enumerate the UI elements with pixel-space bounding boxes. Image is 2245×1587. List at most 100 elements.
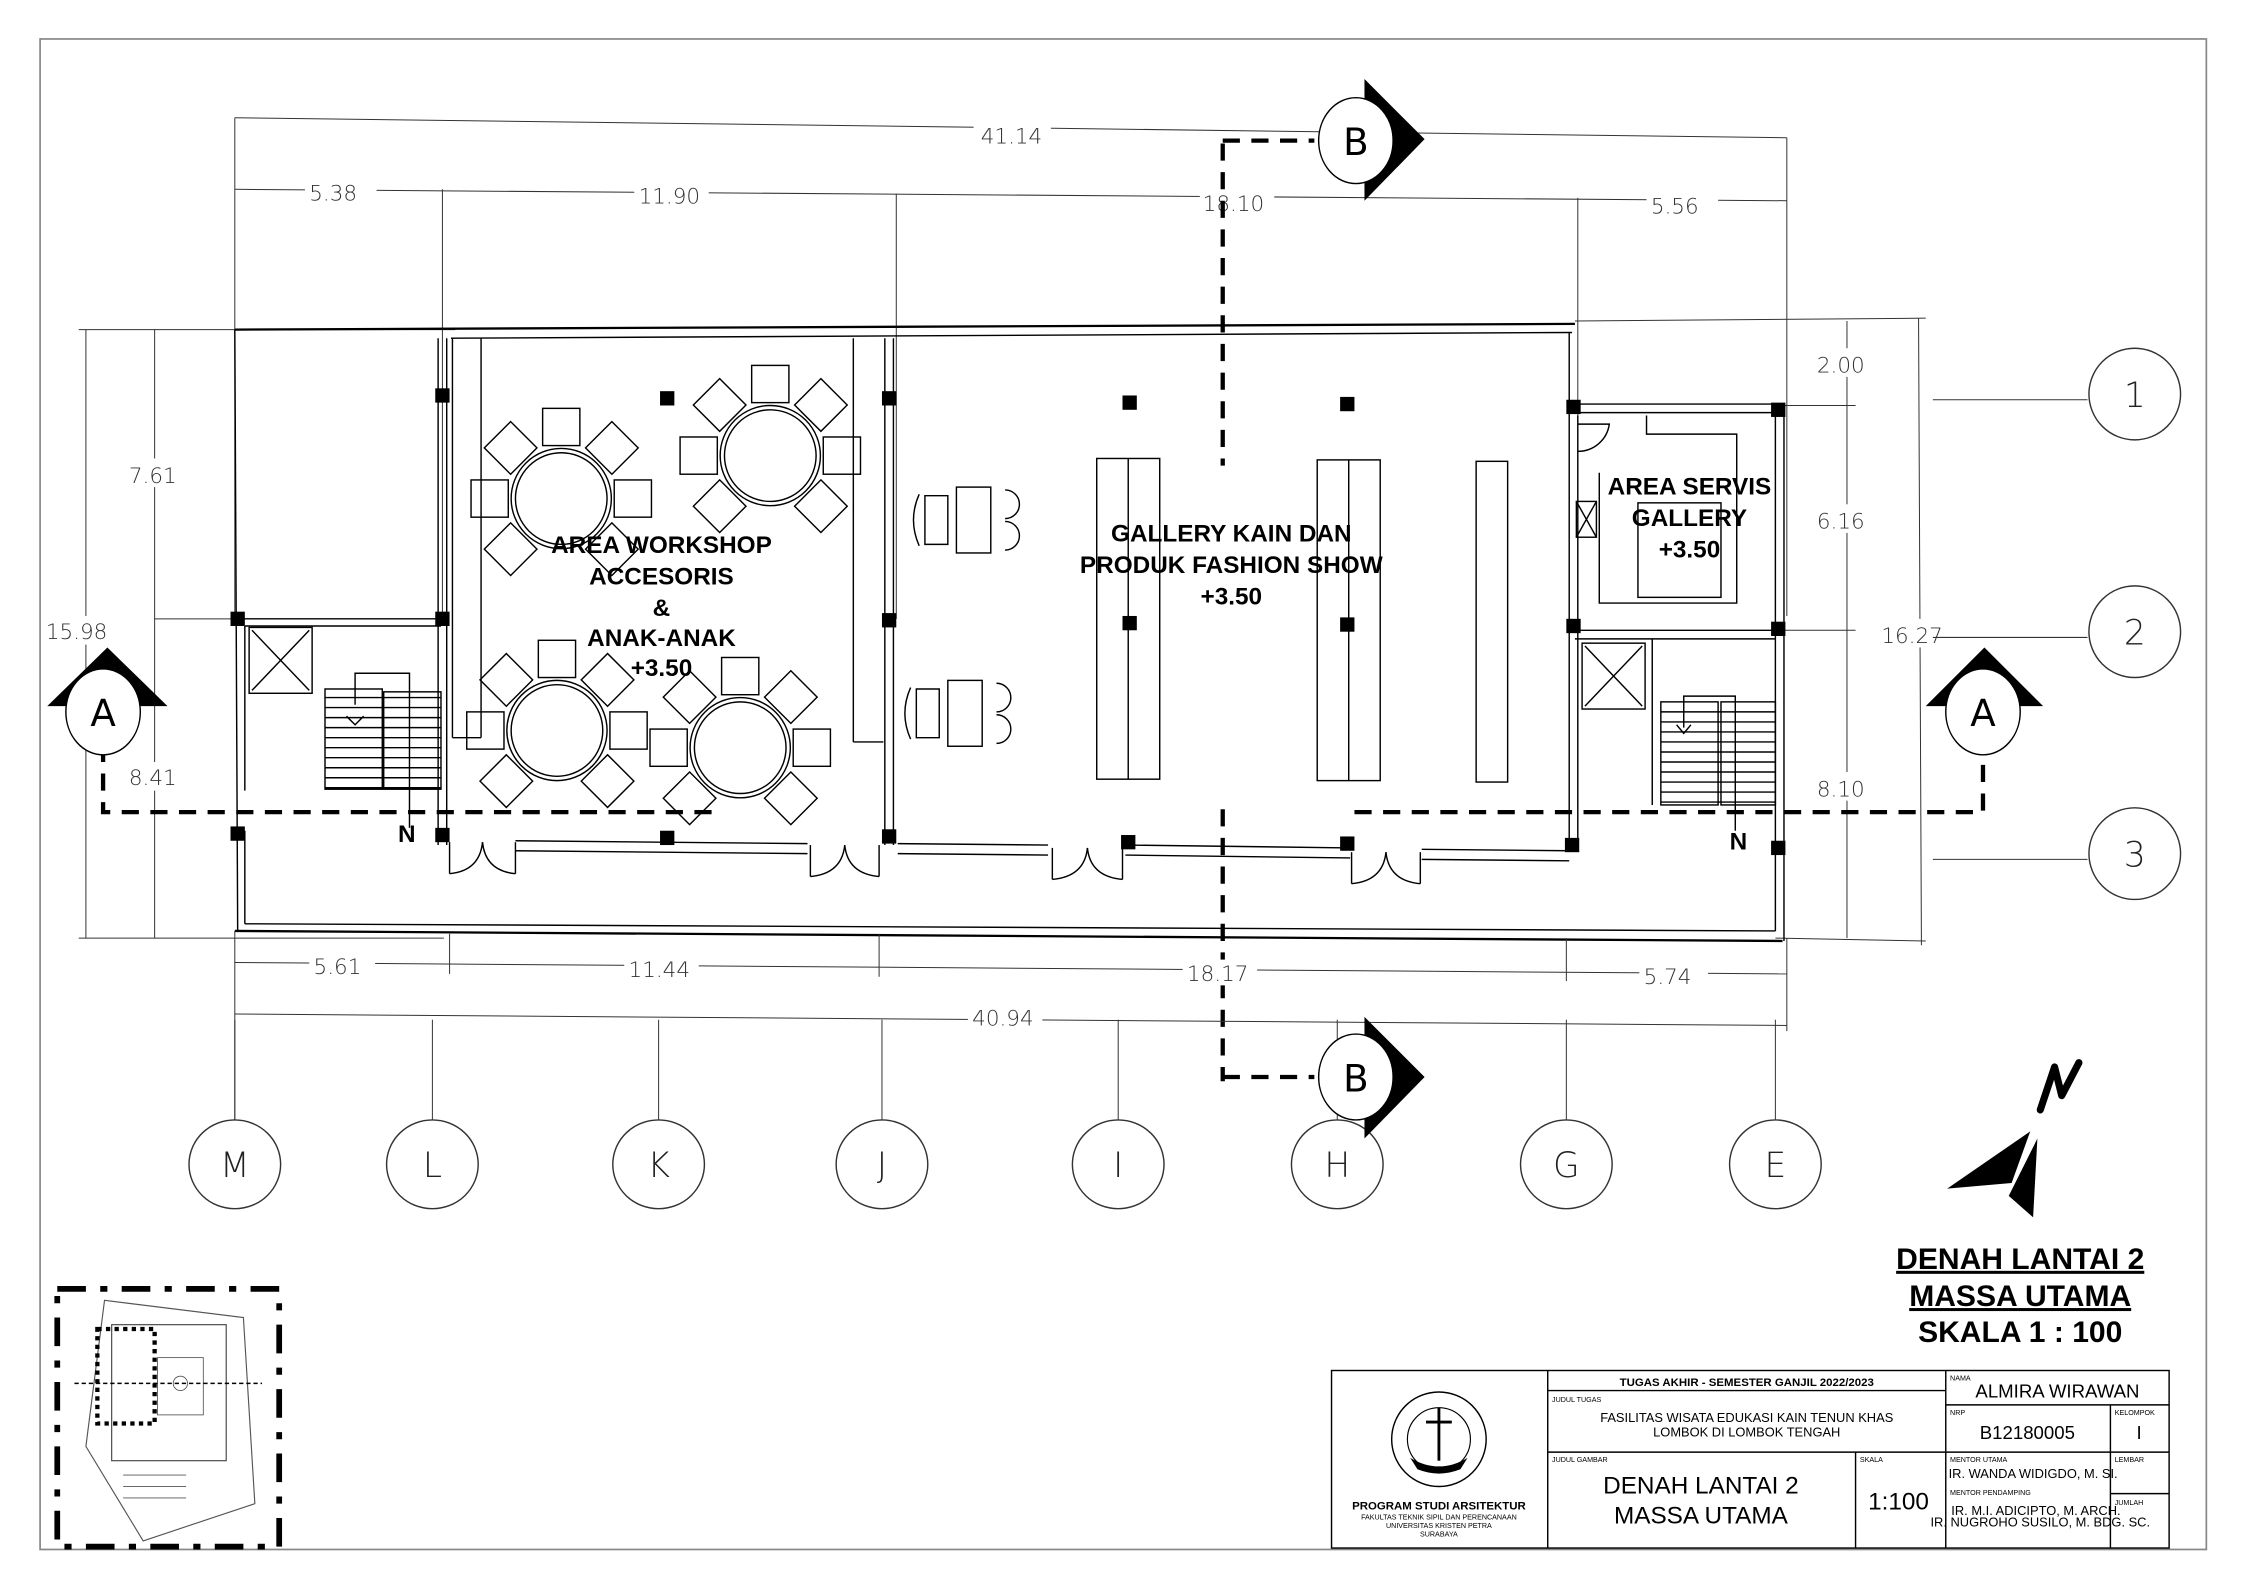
double-door [1051,847,1124,881]
chair [692,377,748,433]
workshop-label-line4: ANAK-ANAK [587,625,736,652]
column [881,391,897,406]
dim-bottom-seg-2: 11.44 [629,958,690,983]
column [1122,615,1137,631]
column [1771,621,1786,637]
workshop-label-line1: AREA WORKSHOP [551,532,772,559]
desk [955,486,992,554]
mentor-pendamping-1: IR. M.I. ADICIPTO, M. ARCH. [1951,1503,2120,1518]
room-label-workshop: AREA WORKSHOP ACCESORIS & ANAK-ANAK +3.5… [551,532,772,682]
chair [822,436,862,475]
column [1566,399,1581,415]
stair-direction-label-left: N [398,821,416,848]
servis-elevation: +3.50 [1659,536,1721,563]
chair [470,479,509,518]
column [435,388,450,403]
desk-set [912,486,1021,554]
dim-left-total: 15.98 [46,620,107,645]
nrp-label: NRP [1950,1409,1965,1417]
chair [793,377,849,433]
chair [692,478,748,534]
dim-top-seg-4: 5.56 [1651,195,1699,220]
front-wall-doors [448,840,1570,885]
section-a-left-label: A [90,691,116,735]
column [435,611,450,626]
round-table-set [649,656,832,826]
room-label-servis: AREA SERVIS GALLERY +3.50 [1608,473,1772,563]
chair [580,652,635,708]
bottom-dimensions: 5.61 11.44 18.17 5.74 40.94 [234,930,1788,1175]
round-table-set [466,639,648,809]
chair [537,639,577,679]
dim-top-seg-2: 11.90 [639,185,700,210]
chair [679,436,719,475]
building-outline [234,322,1785,943]
chair [613,479,653,518]
section-marker-a-left[interactable]: A [47,647,168,756]
nrp-value: B12180005 [1980,1422,2075,1443]
grid-axis-e: E [1728,1019,1822,1210]
column [881,829,897,844]
column [1771,402,1786,417]
judul-tugas-line1: FASILITAS WISATA EDUKASI KAIN TENUN KHAS [1600,1410,1893,1425]
chair [584,420,640,476]
section-a-right-label: A [1970,691,1996,735]
column [1340,836,1355,851]
grid-bubble [1071,1119,1165,1210]
desk [947,679,983,747]
chair [750,364,790,404]
section-marker-a-right[interactable]: A [1925,647,2044,756]
skala-value: 1:100 [1868,1488,1929,1515]
grid-axes-rows: 123 [1932,347,2182,901]
grid-label: K [647,1146,670,1186]
chair [609,711,648,750]
column [660,830,675,846]
judul-gambar-label: JUDUL GAMBAR [1552,1456,1608,1464]
chair [541,407,581,447]
section-marker-b-bottom[interactable]: B [1317,1016,1425,1139]
grid-axis-g: G [1519,1019,1613,1210]
round-table-set [470,407,653,577]
chair [478,753,534,809]
dim-bottom-total: 40.94 [972,1006,1033,1031]
school-name: PROGRAM STUDI ARSITEKTUR [1352,1500,1526,1512]
column [1771,840,1786,856]
judul-tugas-label: JUDUL TUGAS [1552,1396,1601,1404]
nama-label: NAMA [1950,1375,1971,1383]
workshop-label-line2: ACCESORIS [589,563,734,590]
title-block: PROGRAM STUDI ARSITEKTUR FAKULTAS TEKNIK… [1330,1369,2170,1549]
section-b-bottom-label: B [1343,1056,1369,1100]
double-door [1350,852,1422,885]
grid-bubble [2088,347,2182,441]
grid-axis-3: 3 [1932,807,2182,901]
university-logo [1390,1391,1487,1488]
grid-label: L [423,1146,442,1186]
double-door [809,844,880,878]
judul-tugas-line2: LOMBOK DI LOMBOK TENGAH [1653,1424,1840,1439]
chair [580,753,635,809]
grid-axis-m: M [188,1019,282,1210]
stair-direction-label-right: N [1730,828,1748,855]
faculty-name: FAKULTAS TEKNIK SIPIL DAN PERENCANAAN [1361,1513,1517,1521]
key-plan-thumbnail [54,1286,283,1550]
dim-bottom-seg-1: 5.61 [314,955,362,980]
section-marker-b-top[interactable]: B [1317,79,1425,201]
dim-right-seg-1: 2.00 [1817,354,1865,379]
chair [662,669,717,725]
mentor-utama-label: MENTOR UTAMA [1950,1456,2007,1464]
double-door [448,842,517,875]
section-b-top-label: B [1343,120,1369,164]
grid-axis-1: 1 [1932,347,2182,441]
chair [793,478,849,534]
desk-set [904,679,1012,747]
drawing-title-line1: DENAH LANTAI 2 [1896,1243,2144,1276]
nama-value: ALMIRA WIRAWAN [1975,1381,2139,1402]
kelompok-value: I [2136,1422,2141,1443]
chair [904,687,940,740]
chair [649,728,688,768]
column [1340,617,1355,632]
desk-sets [904,486,1021,747]
grid-axis-l: L [385,1019,479,1210]
chair [478,652,534,708]
chair [466,711,505,750]
